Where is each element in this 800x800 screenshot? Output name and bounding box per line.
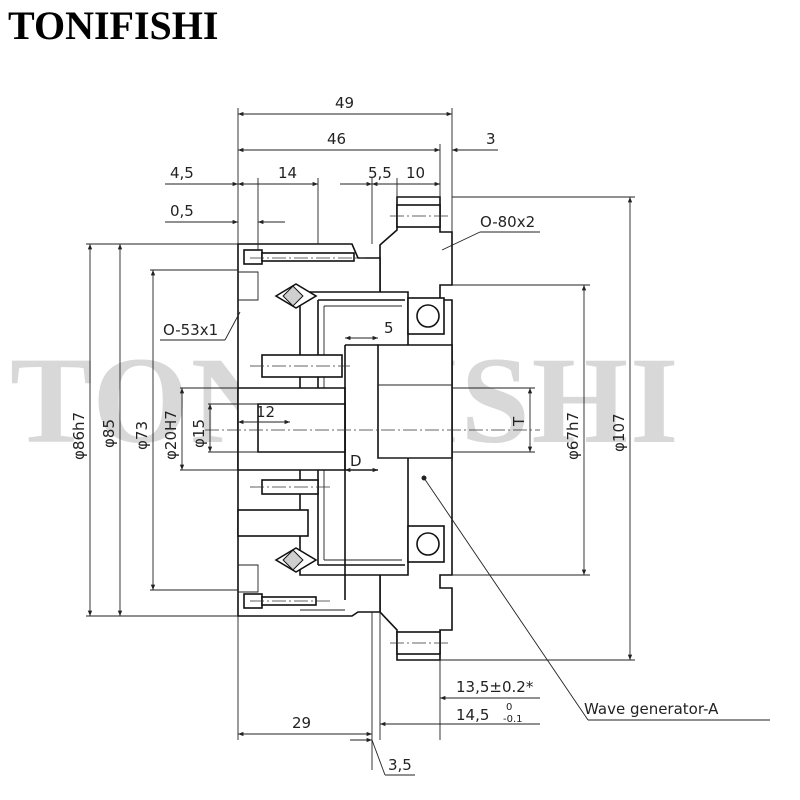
dim-dia-20: φ20H7	[162, 410, 180, 460]
dim-label-D: D	[350, 452, 362, 470]
brand-title: TONIFISHI	[8, 3, 219, 48]
dim-29: 29	[292, 714, 311, 732]
dim-dia-107: φ107	[610, 413, 628, 452]
dim-5-5: 5,5	[368, 164, 392, 182]
dim-3: 3	[486, 130, 496, 148]
dim-dia-85: φ85	[100, 419, 118, 448]
dim-4-5: 4,5	[170, 164, 194, 182]
dim-label-T: T	[510, 416, 528, 427]
dim-49: 49	[335, 94, 354, 112]
dim-dia-73: φ73	[133, 421, 151, 450]
dim-oring-80: O-80x2	[480, 213, 535, 231]
dim-46: 46	[327, 130, 346, 148]
dimension-labels: 49 46 3 4,5 14 5,5 10 0,5 O-80x2 O-53x1 …	[70, 94, 719, 774]
dim-14-5-upper-tol: 0	[506, 702, 512, 713]
dim-14-5-lower-tol: -0.1	[503, 714, 523, 725]
dim-0-5: 0,5	[170, 202, 194, 220]
dim-dia-67: φ67h7	[564, 412, 582, 460]
dim-oring-53: O-53x1	[163, 321, 218, 339]
callout-wave-generator: Wave generator-A	[584, 700, 719, 718]
dim-13-5: 13,5±0.2*	[456, 678, 534, 696]
dim-5: 5	[384, 319, 394, 337]
dimension-lines	[86, 108, 770, 776]
dim-12: 12	[256, 403, 275, 421]
dim-dia-86: φ86h7	[70, 412, 88, 460]
dim-14-5: 14,5	[456, 706, 489, 724]
cross-section	[205, 196, 540, 661]
dim-3-5: 3,5	[388, 756, 412, 774]
dim-dia-15: φ15	[190, 419, 208, 448]
dim-14: 14	[278, 164, 297, 182]
dim-10: 10	[406, 164, 425, 182]
